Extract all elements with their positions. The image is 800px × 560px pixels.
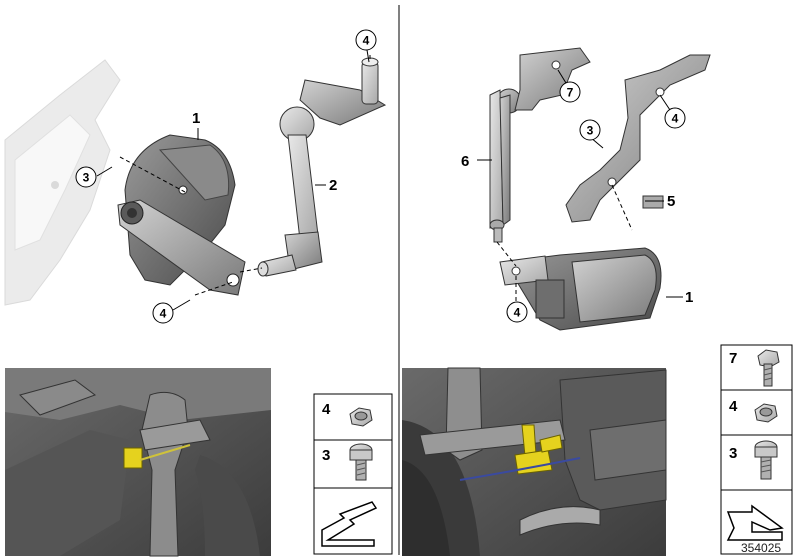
part-label-1-left: 1 — [192, 110, 200, 127]
arrow-icon[interactable] — [321, 501, 378, 547]
callout-4-right-bottom: 4 — [506, 301, 528, 323]
callout-3-left: 3 — [75, 166, 97, 188]
legend-left-number-4: 4 — [322, 401, 331, 418]
bracket-7 — [514, 47, 591, 111]
highlighted-sensor-left — [123, 447, 143, 469]
svg-text:4: 4 — [514, 306, 521, 320]
legend-right-number-7: 7 — [729, 350, 737, 367]
body-bracket — [4, 59, 121, 306]
label-leaders-right — [477, 69, 683, 298]
coupling-rod-left — [257, 57, 387, 277]
hex-bolt-icon — [757, 349, 780, 387]
part-label-6: 6 — [461, 153, 469, 170]
ride-height-sensor-right — [499, 247, 662, 331]
legend-right-number-3: 3 — [729, 445, 737, 462]
callout-4-left-bottom: 4 — [152, 302, 174, 324]
callout-3-right: 3 — [579, 119, 601, 141]
svg-text:3: 3 — [83, 171, 90, 185]
part-label-2: 2 — [329, 177, 337, 194]
svg-text:4: 4 — [672, 112, 679, 126]
svg-text:4: 4 — [160, 307, 167, 321]
bracket-3 — [565, 54, 711, 223]
torx-screw-icon — [754, 440, 778, 480]
svg-text:3: 3 — [587, 124, 594, 138]
reference-number: 354025 — [741, 541, 781, 555]
arrow-icon[interactable] — [726, 504, 784, 541]
legend-right-number-4: 4 — [729, 398, 738, 415]
label-leaders — [96, 49, 370, 311]
installation-view-left — [5, 368, 271, 557]
left-exploded-view: 1 2 3 4 4 — [4, 29, 387, 324]
callout-4-right-top: 4 — [664, 107, 686, 129]
installation-view-right — [402, 367, 667, 556]
part-label-5: 5 — [667, 193, 675, 210]
right-exploded-view: 6 5 1 7 3 4 4 — [461, 47, 711, 331]
legend-left: 4 3 — [313, 393, 393, 555]
callout-4-left-top: 4 — [355, 29, 377, 51]
assembly-leader-lines-right — [496, 184, 633, 302]
highlighted-sensor-right — [514, 424, 563, 475]
nut-icon — [349, 407, 373, 427]
legend-left-number-3: 3 — [322, 447, 330, 464]
part-label-1-right: 1 — [685, 289, 693, 306]
ride-height-sensor-left — [117, 134, 246, 296]
legend-right: 7 4 3 — [720, 344, 793, 555]
nut-icon — [754, 403, 778, 423]
callout-7-right: 7 — [559, 81, 581, 103]
assembly-leader-lines — [119, 55, 371, 296]
svg-text:4: 4 — [363, 34, 370, 48]
coupling-rod-right — [489, 88, 522, 243]
svg-text:7: 7 — [567, 86, 574, 100]
torx-screw-icon — [349, 443, 373, 481]
